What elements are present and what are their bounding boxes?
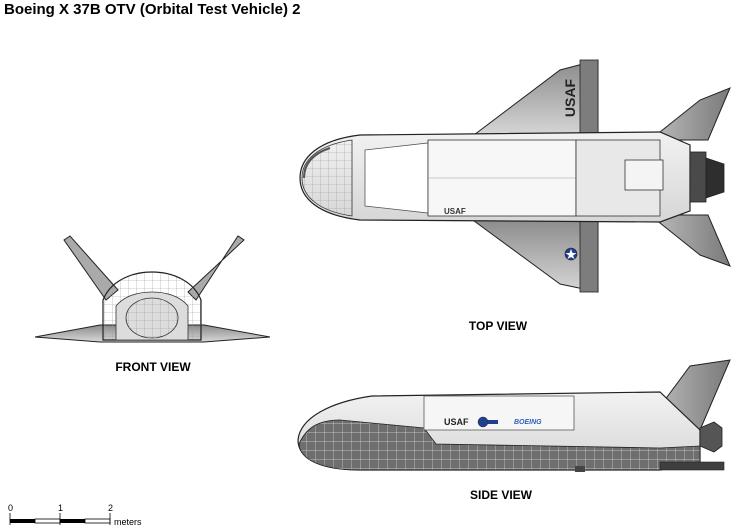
top-view-usaf-marking-2: USAF (444, 207, 466, 216)
top-view: USAF USAF (299, 59, 731, 293)
top-view-label: TOP VIEW (469, 319, 528, 333)
front-view-right-fin (187, 235, 245, 301)
side-view-boeing-marking: BOEING (514, 419, 542, 426)
page-title: Boeing X 37B OTV (Orbital Test Vehicle) … (4, 1, 301, 18)
scale-tick-2: 2 (108, 503, 114, 513)
side-view: USAF BOEING (297, 359, 731, 472)
top-view-lower-fin (648, 214, 731, 267)
top-view-upper-wing (468, 59, 599, 139)
top-view-usaf-marking: USAF (562, 79, 578, 118)
side-view-roundel (477, 416, 489, 428)
front-view (34, 235, 271, 343)
scale-unit: meters (114, 517, 142, 527)
side-view-usaf-marking: USAF (444, 417, 469, 427)
scale-bar (9, 513, 111, 525)
top-view-lower-wing (468, 217, 599, 293)
scale-tick-0: 0 (8, 503, 14, 513)
top-view-upper-fin (648, 87, 731, 141)
scale-tick-1: 1 (58, 503, 64, 513)
side-view-label: SIDE VIEW (470, 488, 533, 502)
front-view-label: FRONT VIEW (115, 360, 191, 374)
